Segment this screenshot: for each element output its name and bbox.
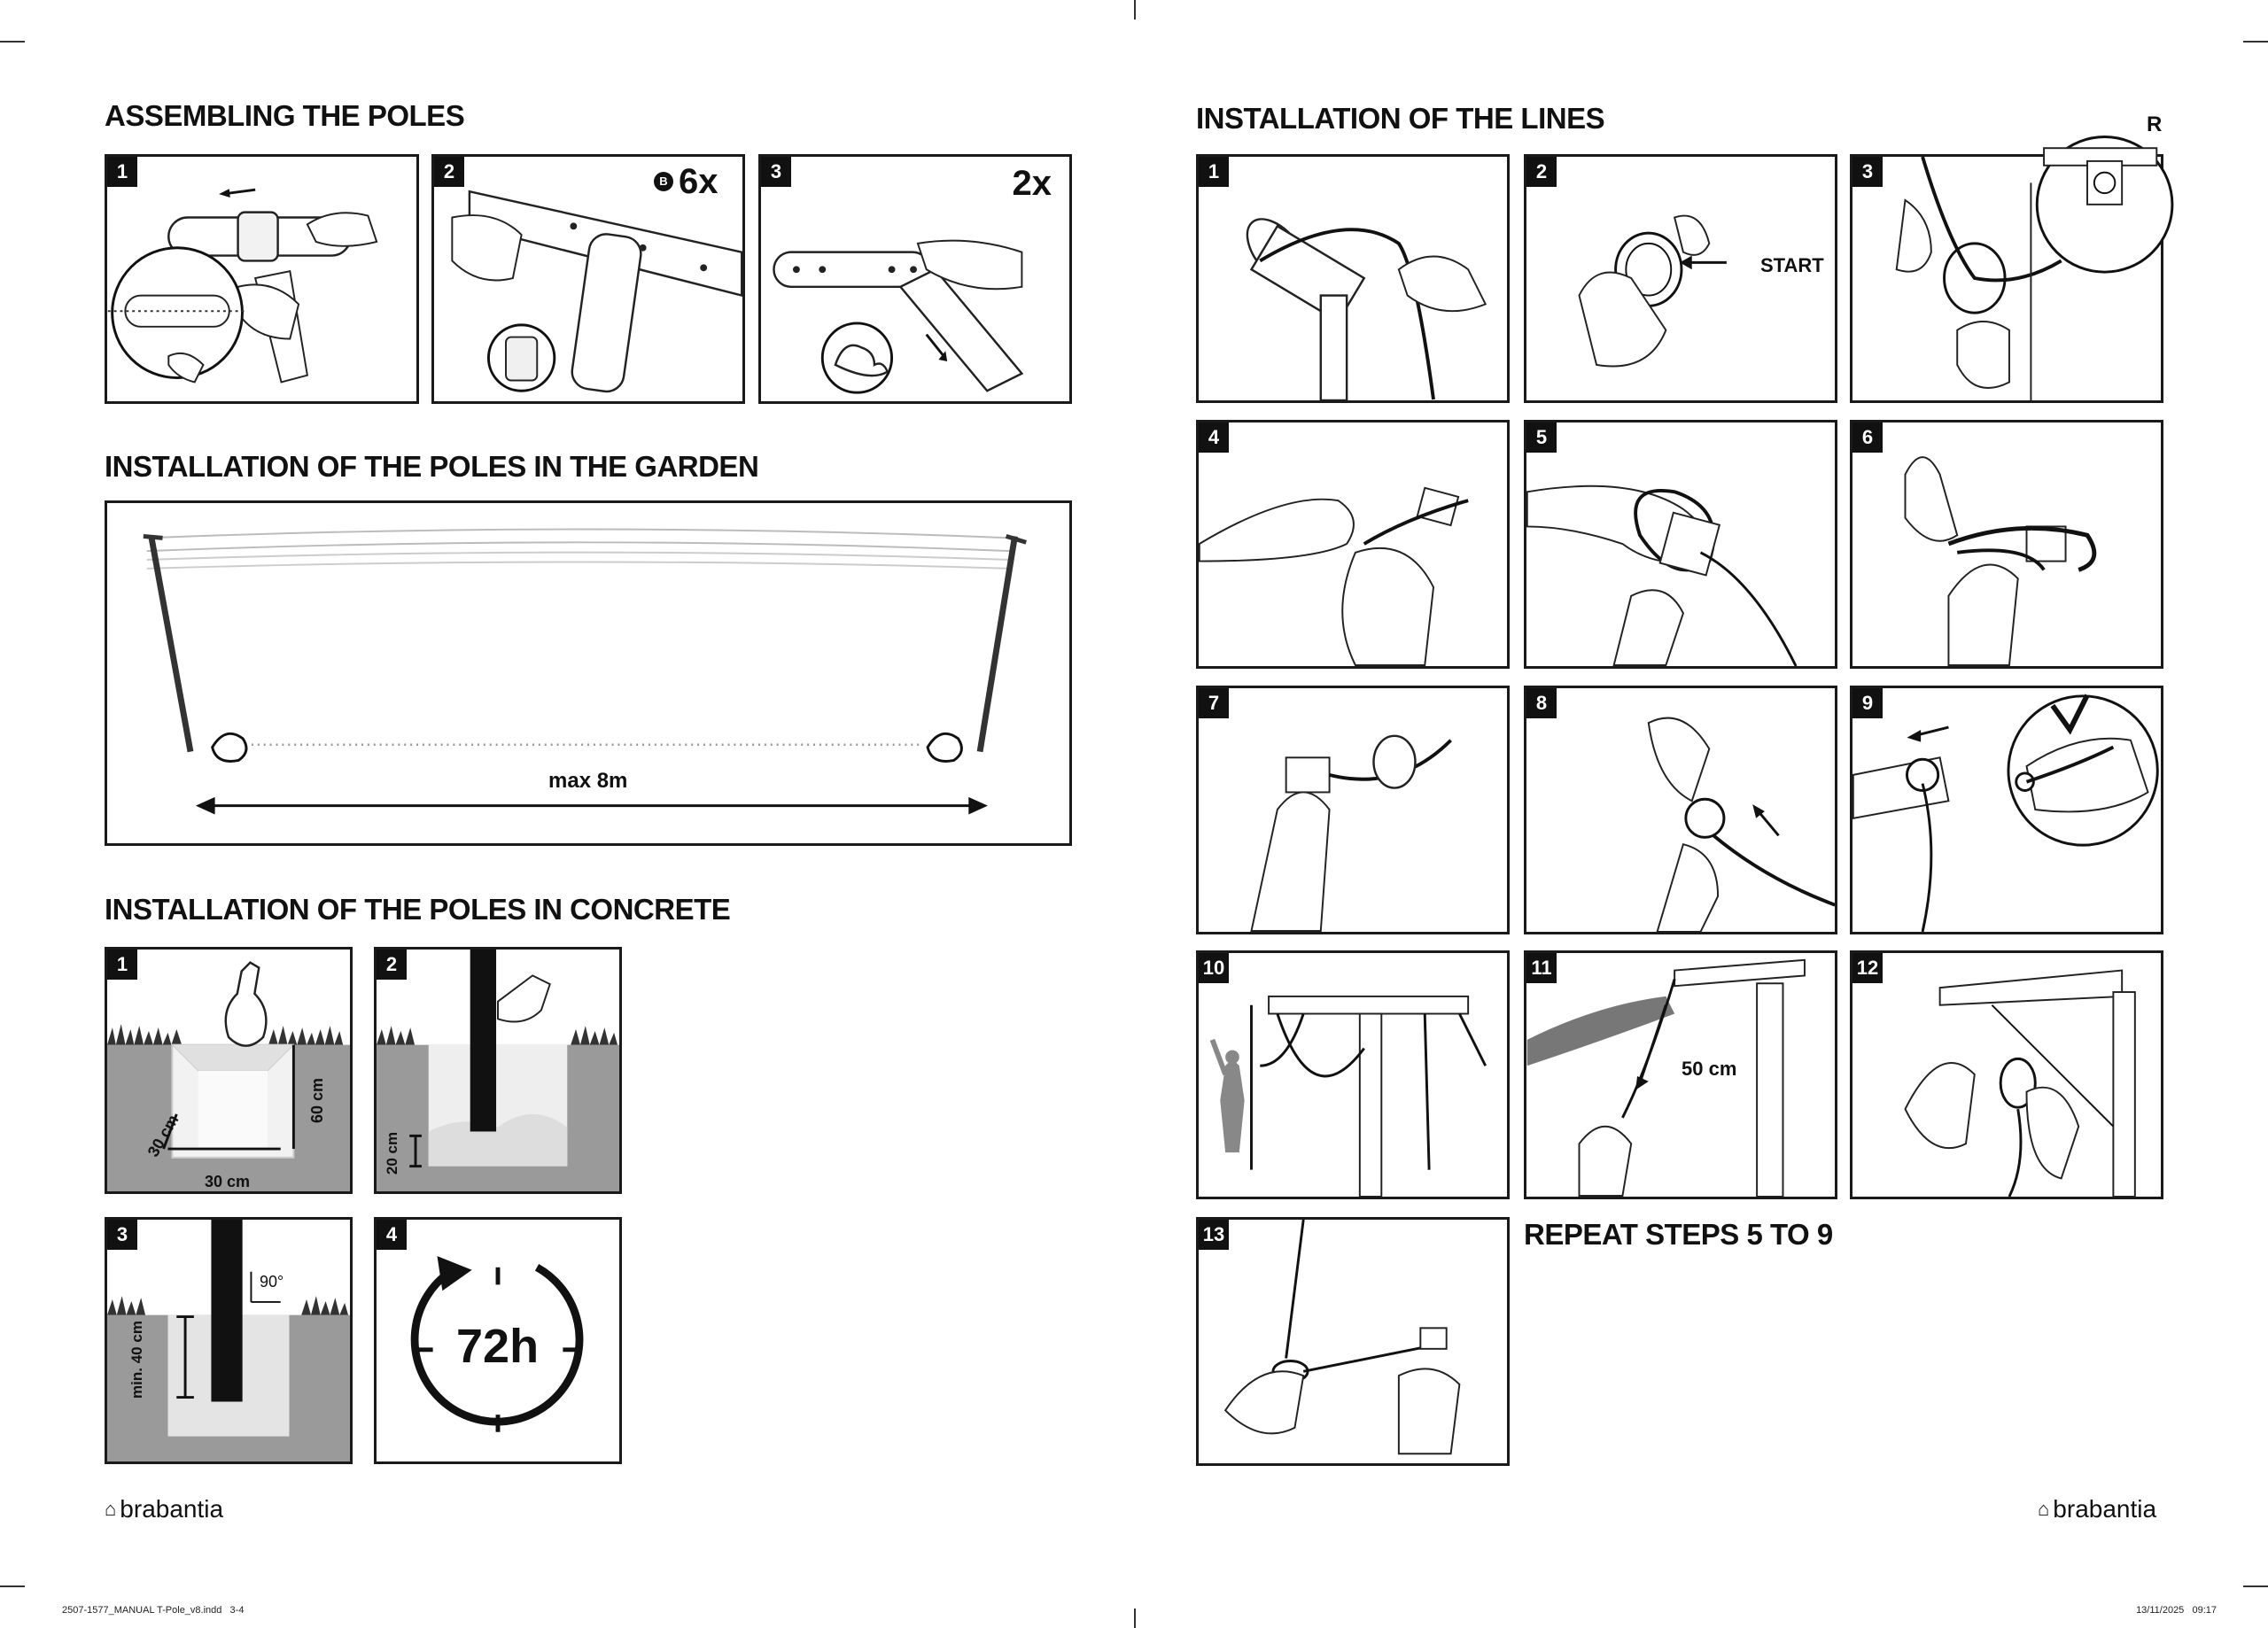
section-title-assembling: ASSEMBLING THE POLES	[105, 99, 465, 132]
knot-illustration	[1904, 456, 2097, 666]
final-tension-illustration	[1223, 1220, 1461, 1455]
footer-filename: 2507-1577_MANUAL T-Pole_v8.indd 3-4	[62, 1605, 245, 1616]
step-number: 4	[1199, 423, 1229, 453]
loop-line-illustration	[1526, 485, 1798, 666]
step-number: 2	[1526, 157, 1557, 187]
lines-step-9: 9	[1850, 686, 2163, 934]
step-number: 1	[107, 157, 137, 187]
step-number: 4	[377, 1220, 407, 1250]
lines-step-12: 12	[1850, 950, 2163, 1199]
width-label: 30 cm	[205, 1173, 251, 1190]
pole-tighten-illustration	[773, 239, 1024, 394]
crop-mark	[0, 1585, 25, 1587]
concrete-step-1: 1 60 cm 30 cm 30 cm	[105, 947, 353, 1194]
plate-tension-illustration	[1250, 734, 1452, 932]
tensioner-start-illustration	[1578, 214, 1727, 368]
concrete-step-2: 2 20 cm	[374, 947, 622, 1194]
clock-icon	[410, 1256, 584, 1432]
part-b-badge-icon: B	[654, 172, 673, 191]
dig-hole-illustration	[107, 961, 350, 1191]
brabantia-logo: ⌂brabantia	[105, 1495, 224, 1523]
quantity-label: 6x	[679, 162, 718, 201]
lines-step-4: 4	[1196, 420, 1510, 669]
step-number: 2	[434, 157, 464, 187]
crop-mark	[1134, 0, 1136, 19]
hook-line-illustration	[1852, 694, 2159, 933]
depth-label: 60 cm	[308, 1077, 327, 1124]
r-label: R	[2147, 112, 2163, 136]
quantity-label: 2x	[1012, 164, 1052, 203]
step-number: 9	[1852, 688, 1883, 718]
lines-step-11: 11 50 cm	[1524, 950, 1837, 1199]
assembling-step-3: 3 2x	[758, 154, 1072, 404]
repeat-instruction: REPEAT STEPS 5 TO 9	[1524, 1218, 1833, 1251]
garden-install-panel: max 8m	[105, 500, 1072, 846]
plate-thread-illustration	[1199, 486, 1469, 666]
set-pole-illustration	[107, 1220, 350, 1461]
max-distance-label: max 8m	[548, 769, 628, 793]
base-depth-label: 20 cm	[384, 1131, 401, 1175]
section-title-lines: INSTALLATION OF THE LINES	[1196, 102, 1605, 135]
lines-step-10: 10	[1196, 950, 1510, 1199]
step-number: 5	[1526, 423, 1557, 453]
garden-poles-illustration	[143, 528, 1027, 815]
cure-time-label: 72h	[456, 1320, 540, 1373]
tensioner-pull-illustration	[1647, 717, 1835, 932]
step-number: 11	[1526, 953, 1557, 983]
footer-date: 13/11/2025 09:17	[2136, 1605, 2217, 1616]
screw-insert-illustration	[451, 190, 742, 393]
step-number: 13	[1199, 1220, 1229, 1250]
step-number: 8	[1526, 688, 1557, 718]
crop-mark	[2243, 1585, 2268, 1587]
lines-step-3: 3 R	[1850, 112, 2174, 403]
step-number: 1	[1199, 157, 1229, 187]
lines-step-2: 2 START	[1524, 154, 1837, 403]
tensioner-thread-illustration	[1895, 136, 2174, 400]
step-number: 6	[1852, 423, 1883, 453]
step-number: 7	[1199, 688, 1229, 718]
step-number: 3	[761, 157, 791, 187]
lines-step-1: 1	[1196, 154, 1510, 403]
length-label: 50 cm	[1682, 1058, 1737, 1080]
lines-step-13: 13	[1196, 1217, 1510, 1466]
cut-line-illustration	[1904, 969, 2136, 1197]
assembling-step-1: 1	[105, 154, 419, 404]
step-number: 12	[1852, 953, 1883, 983]
crop-mark	[2243, 41, 2268, 43]
step-number: 2	[377, 950, 407, 980]
assembling-step-2: 2 B 6x	[431, 154, 745, 404]
brabantia-logo: ⌂brabantia	[2038, 1495, 2157, 1523]
lines-step-6: 6	[1850, 420, 2163, 669]
home-icon: ⌂	[2038, 1498, 2050, 1520]
min-depth-label: min. 40 cm	[128, 1321, 145, 1399]
step-number: 3	[1852, 157, 1883, 187]
step-number: 3	[107, 1220, 137, 1250]
step-number: 10	[1199, 953, 1229, 983]
step-number: 1	[107, 950, 137, 980]
pole-connect-illustration	[107, 188, 378, 384]
lines-step-8: 8	[1524, 686, 1837, 934]
lines-step-5: 5	[1524, 420, 1837, 669]
measure-line-illustration	[1526, 958, 1806, 1197]
angle-label: 90°	[260, 1273, 284, 1291]
start-label: START	[1760, 254, 1824, 276]
hang-lines-illustration	[1209, 995, 1487, 1197]
section-title-concrete: INSTALLATION OF THE POLES IN CONCRETE	[105, 893, 731, 926]
concrete-step-4: 4 72h	[374, 1217, 622, 1464]
home-icon: ⌂	[105, 1498, 117, 1520]
lines-step-7: 7	[1196, 686, 1510, 934]
crop-mark	[1134, 1609, 1136, 1628]
fill-concrete-illustration	[377, 950, 619, 1191]
thread-line-illustration	[1246, 218, 1487, 400]
section-title-garden: INSTALLATION OF THE POLES IN THE GARDEN	[105, 450, 759, 483]
crop-mark	[0, 41, 25, 43]
concrete-step-3: 3 90° min. 40 cm	[105, 1217, 353, 1464]
